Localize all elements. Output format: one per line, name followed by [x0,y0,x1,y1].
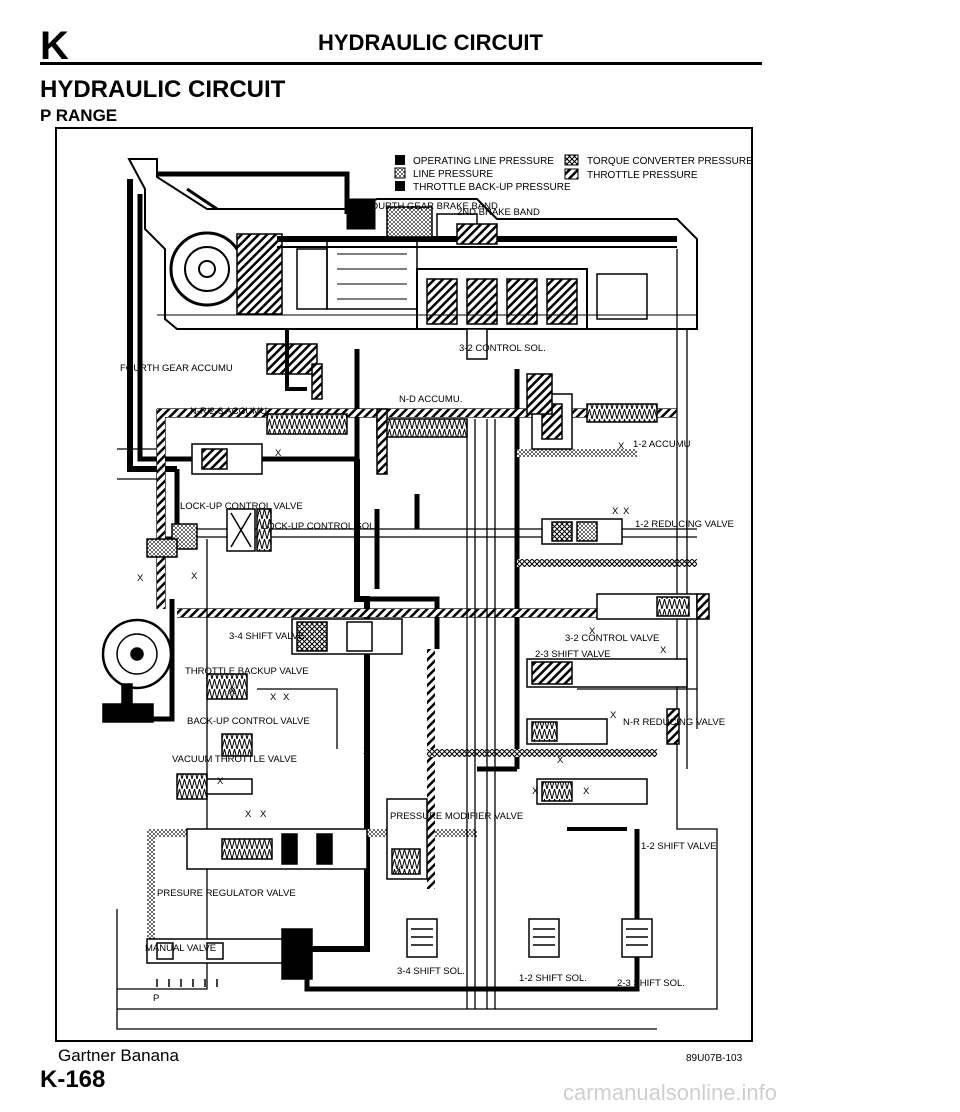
label-manual-valve-p: P [153,993,159,1004]
legend-line-pressure: LINE PRESSURE [413,169,493,180]
drain-x: X [191,571,198,582]
legend-swatch-throttle-backup [395,181,405,191]
drain-markers: X X X X X X X X X X X X X X X X X X X X [137,441,667,876]
diagram-frame [55,127,753,1042]
legend-throttle-pressure: THROTTLE PRESSURE [587,170,698,181]
page-number: K-168 [40,1066,106,1093]
label-3-2-control-sol: 3-2 CONTROL SOL. [459,343,546,354]
range-subheading: P RANGE [40,106,118,125]
transmission-section [127,158,698,400]
drain-x: X [623,506,630,517]
drain-x: X [137,573,144,584]
legend-swatch-throttle [564,168,579,180]
drain-x: X [610,710,617,721]
drain-x: X [583,786,590,797]
label-lock-up-control-sol: LOCK-UP CONTROL SOL. [262,521,377,532]
label-lock-up-control-valve: LOCK-UP CONTROL VALVE [180,501,303,512]
label-2nd-brake-band: 2ND BRAKE BAND [457,207,540,218]
label-pressure-regulator-valve: PRESURE REGULATOR VALVE [157,888,296,899]
drain-x: X [229,686,236,697]
drain-x: X [660,645,667,656]
drain-x: X [363,746,370,757]
drain-x: X [260,809,267,820]
label-fourth-gear-accum: FOURTH GEAR ACCUMU [120,363,233,374]
legend-operating-line: OPERATING LINE PRESSURE [413,156,554,167]
section-letter: K [40,24,69,68]
label-1-2-reducing-valve: 1-2 REDUCING VALVE [635,519,734,530]
drain-x: X [270,692,277,703]
figure-code: 89U07B-103 [686,1053,743,1064]
label-fourth-gear-band: FOURTH GEAR BRAKE BAND [365,201,498,212]
label-3-4-shift-sol: 3-4 SHIFT SOL. [397,966,465,977]
valve-bodies [101,328,710,987]
label-1-2-accum: 1-2 ACCUMU [633,439,691,450]
label-back-up-control-valve: BACK-UP CONTROL VALVE [187,716,310,727]
label-n-d-accum: N-D ACCUMU. [399,394,462,405]
label-2-3-shift-sol: 2-3 SHIFT SOL. [617,978,685,989]
label-3-4-shift-valve: 3-4 SHIFT VALVE [229,631,305,642]
header-title: HYDRAULIC CIRCUIT [318,30,543,55]
drain-x: X [275,448,282,459]
label-1-2-shift-valve: 1-2 SHIFT VALVE [641,841,717,852]
label-3-2-control-valve: 3-2 CONTROL VALVE [565,633,659,644]
legend-swatch-line [394,167,406,179]
label-pressure-modifier-valve: PRESSURE MODIFIER VALVE [390,811,523,822]
header-rule [40,62,762,65]
watermark-site: carmanualsonline.info [563,1080,778,1105]
drain-x: X [612,506,619,517]
drain-x: X [557,755,564,766]
drain-x: X [589,626,596,637]
legend-torque-converter: TORQUE CONVERTER PRESSURE [587,156,751,167]
component-labels: FOURTH GEAR BRAKE BAND 2ND BRAKE BAND FO… [120,201,734,1004]
label-n-r-2-3-accum: N-R/2-3 ACCUMU. [190,406,270,417]
legend-swatch-torque [564,154,579,166]
drain-x: X [283,692,290,703]
drain-x: X [532,786,539,797]
drain-x: X [618,441,625,452]
page-heading: HYDRAULIC CIRCUIT [40,76,286,103]
label-throttle-backup-valve: THROTTLE BACKUP VALVE [185,666,309,677]
label-1-2-shift-sol: 1-2 SHIFT SOL. [519,973,587,984]
label-n-r-reducing-valve: N-R REDUCING VALVE [623,717,725,728]
legend-swatch-operating [395,155,405,165]
footer-credit: Gartner Banana [58,1046,179,1065]
drain-x: X [217,776,224,787]
drain-x: X [395,865,402,876]
legend: OPERATING LINE PRESSURE LINE PRESSURE TH… [394,154,751,193]
hydraulic-circuit-diagram: OPERATING LINE PRESSURE LINE PRESSURE TH… [101,154,751,1030]
label-2-3-shift-valve: 2-3 SHIFT VALVE [535,649,611,660]
legend-throttle-backup: THROTTLE BACK-UP PRESSURE [413,182,571,193]
label-manual-valve: MANUAL VALVE [145,943,216,954]
label-vacuum-throttle-valve: VACUUM THROTTLE VALVE [172,754,297,765]
drain-x: X [245,809,252,820]
